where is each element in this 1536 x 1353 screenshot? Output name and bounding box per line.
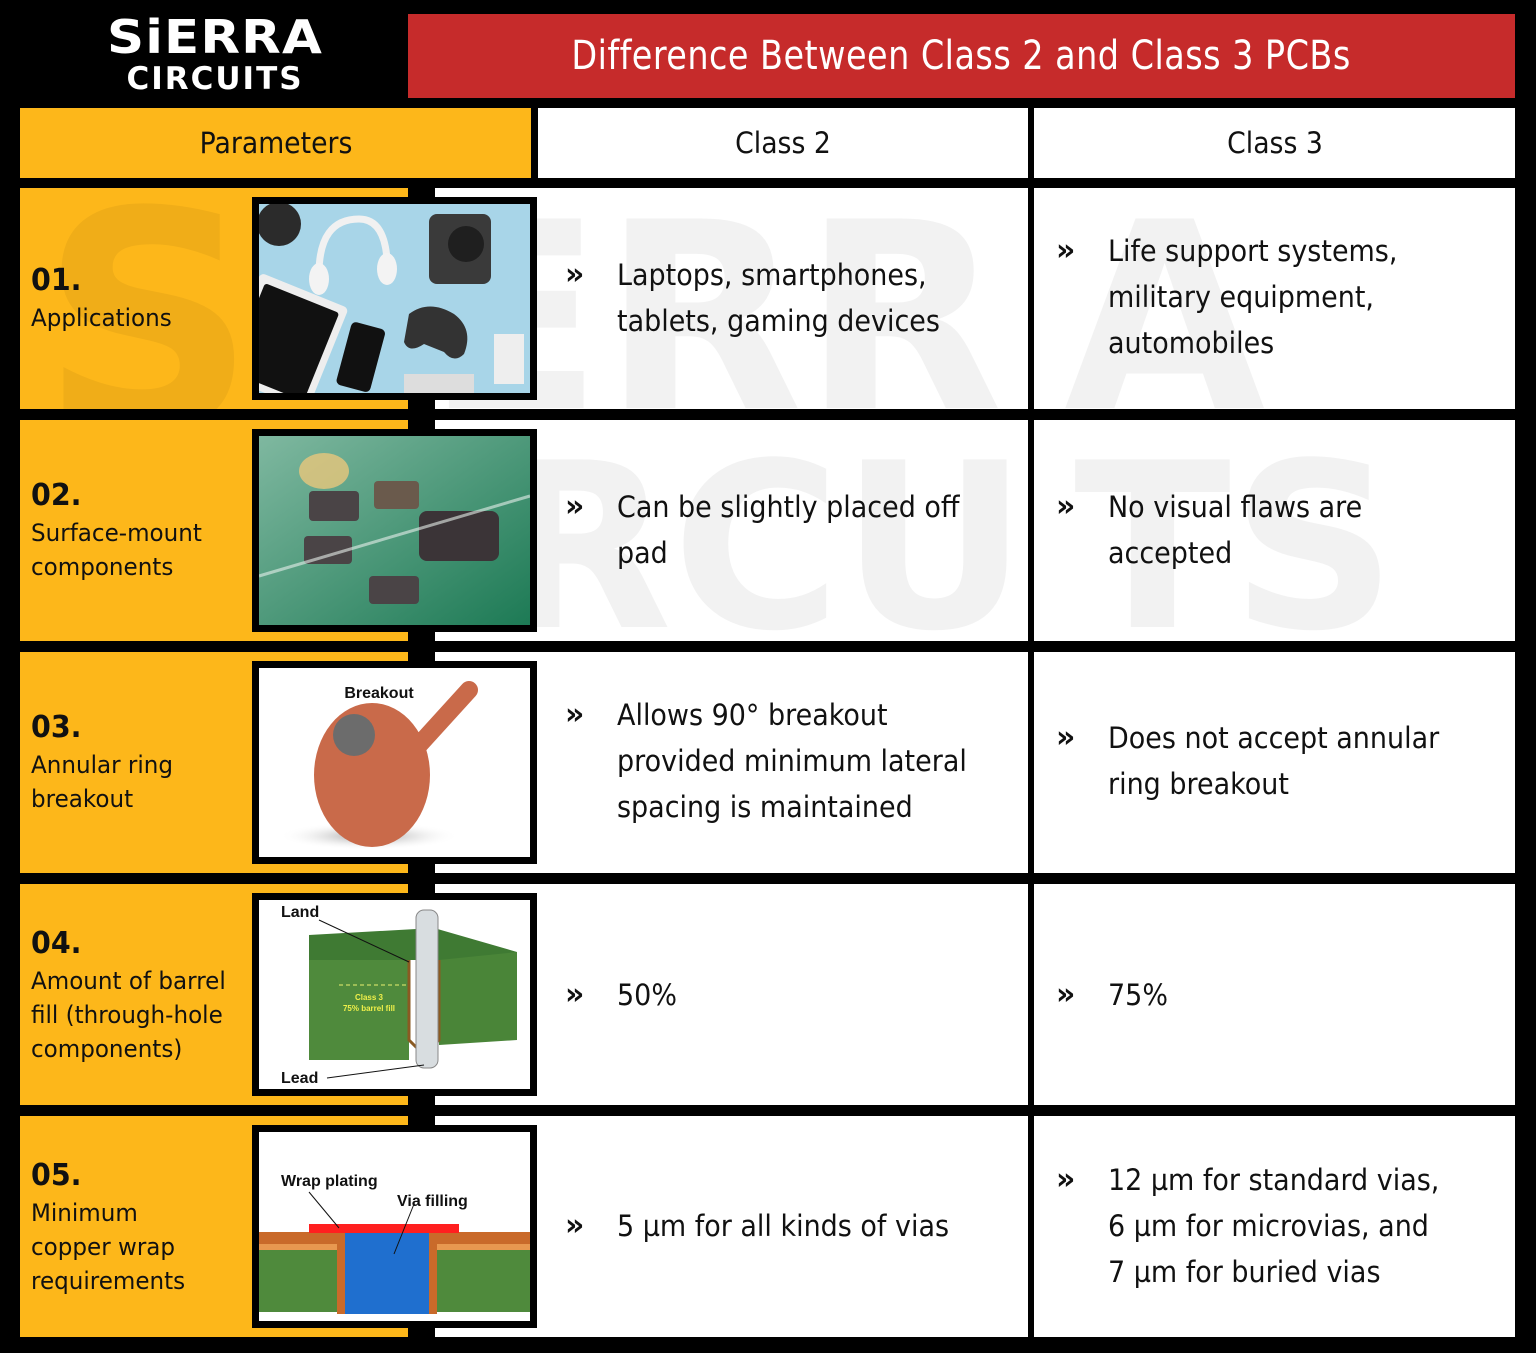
logo-line-1: SiERRA [107,10,323,64]
parameter-label: Amount of barrel fill (through-hole comp… [31,967,226,1063]
class2-value: » 50% [565,972,681,1018]
class3-value: » Life support systems, military equipme… [1056,228,1419,366]
parameter-number: 01. [31,263,82,298]
smd-components-on-pcb-photo [259,436,530,625]
breakout-illustration: Breakout [279,681,478,850]
consumer-electronics-photo [259,204,530,393]
value-text: Life support systems, military equipment… [1108,234,1398,360]
table-row: 03. Annular ring breakout » Allows 90° b… [0,652,1536,873]
barrel-fill-image-frame: Class 3 75% barrel fill Land Lead [252,893,537,1096]
class3-cell: » 75% [1034,884,1515,1105]
annular-ring-image-frame: Breakout [252,661,537,864]
double-chevron-icon: » [1056,233,1076,268]
double-chevron-icon: » [565,977,585,1012]
value-text: Allows 90° breakout provided minimum lat… [617,698,967,824]
table-row: 04. Amount of barrel fill (through-hole … [0,884,1536,1105]
wrap-plating-label: Wrap plating [281,1173,378,1190]
value-text: 12 µm for standard vias, 6 µm for microv… [1108,1163,1440,1289]
parameter-number: 04. [31,926,82,961]
watermark-letter: S [40,188,257,409]
column-header-class3: Class 3 [1034,108,1515,178]
applications-image-frame [252,197,537,400]
parameter-number: 05. [31,1158,82,1193]
table-row: 05. Minimum copper wrap requirements » 5… [0,1116,1536,1337]
column-header-parameters: Parameters [20,108,531,178]
class2-value: » Can be slightly placed off pad [565,484,985,576]
column-header-class2: Class 2 [538,108,1028,178]
double-chevron-icon: » [1056,977,1076,1012]
barrel-fill-diagram: Class 3 75% barrel fill Land Lead [259,900,530,1089]
value-text: 5 µm for all kinds of vias [617,1209,950,1243]
smd-image-frame [252,429,537,632]
table-row: 02. Surface-mount components RCUI » Can … [0,420,1536,641]
parameter-label: Applications [31,304,172,332]
class3-cell: A » Life support systems, military equip… [1034,188,1515,409]
electronics-illustration [259,204,530,393]
double-chevron-icon: » [565,257,585,292]
class3-value: » Does not accept annular ring breakout [1056,715,1464,807]
breakout-label: Breakout [344,685,414,702]
double-chevron-icon: » [1056,489,1076,524]
double-chevron-icon: » [565,489,585,524]
pcb-illustration [259,436,530,625]
parameter-label: Annular ring breakout [31,751,173,813]
class2-value: » Laptops, smartphones, tablets, gaming … [565,252,964,344]
copper-wrap-diagram: Wrap plating Via filling [259,1132,530,1321]
barrel-fill-illustration: Class 3 75% barrel fill Land Lead [281,904,517,1087]
page-title: Difference Between Class 2 and Class 3 P… [571,33,1352,79]
table-row: S 01. Applications ERR » Laptops, smartp… [0,188,1536,409]
class3-cell: » Does not accept annular ring breakout [1034,652,1515,873]
class3-cell: » 12 µm for standard vias, 6 µm for micr… [1034,1116,1515,1337]
double-chevron-icon: » [1056,1162,1076,1197]
parameter-number: 02. [31,478,82,513]
parameter-label: Surface-mount components [31,519,202,581]
value-text: No visual flaws are accepted [1108,490,1363,570]
sierra-circuits-logo: SiERRA CIRCUITS [60,12,370,102]
column-header-label: Class 2 [735,126,831,160]
parameter-label: Minimum copper wrap requirements [31,1199,186,1295]
value-text: Does not accept annular ring breakout [1108,721,1440,801]
fill-label-2: 75% barrel fill [343,1004,395,1013]
lead-label: Lead [281,1070,318,1087]
class2-value: » Allows 90° breakout provided minimum l… [565,692,993,830]
double-chevron-icon: » [565,1208,585,1243]
column-header-label: Class 3 [1226,126,1323,160]
class3-value: » 75% [1056,972,1172,1018]
page-title-bar: Difference Between Class 2 and Class 3 P… [408,14,1515,98]
via-filling-label: Via filling [397,1193,468,1210]
copper-wrap-image-frame: Wrap plating Via filling [252,1125,537,1328]
parameter-number: 03. [31,710,82,745]
class3-value: » 12 µm for standard vias, 6 µm for micr… [1056,1157,1464,1295]
class2-value: » 5 µm for all kinds of vias [565,1203,974,1249]
column-header-label: Parameters [199,126,352,160]
double-chevron-icon: » [1056,720,1076,755]
copper-wrap-illustration: Wrap plating Via filling [259,1173,530,1314]
fill-label-1: Class 3 [355,993,384,1002]
land-label: Land [281,904,319,921]
annular-ring-breakout-diagram: Breakout [259,668,530,857]
class3-value: » No visual flaws are accepted [1056,484,1381,576]
value-text: Can be slightly placed off pad [617,490,960,570]
double-chevron-icon: » [565,697,585,732]
value-text: 50% [617,978,677,1012]
class3-cell: TS » No visual flaws are accepted [1034,420,1515,641]
logo-line-2: CIRCUITS [126,61,304,97]
value-text: Laptops, smartphones, tablets, gaming de… [617,258,940,338]
value-text: 75% [1108,978,1168,1012]
